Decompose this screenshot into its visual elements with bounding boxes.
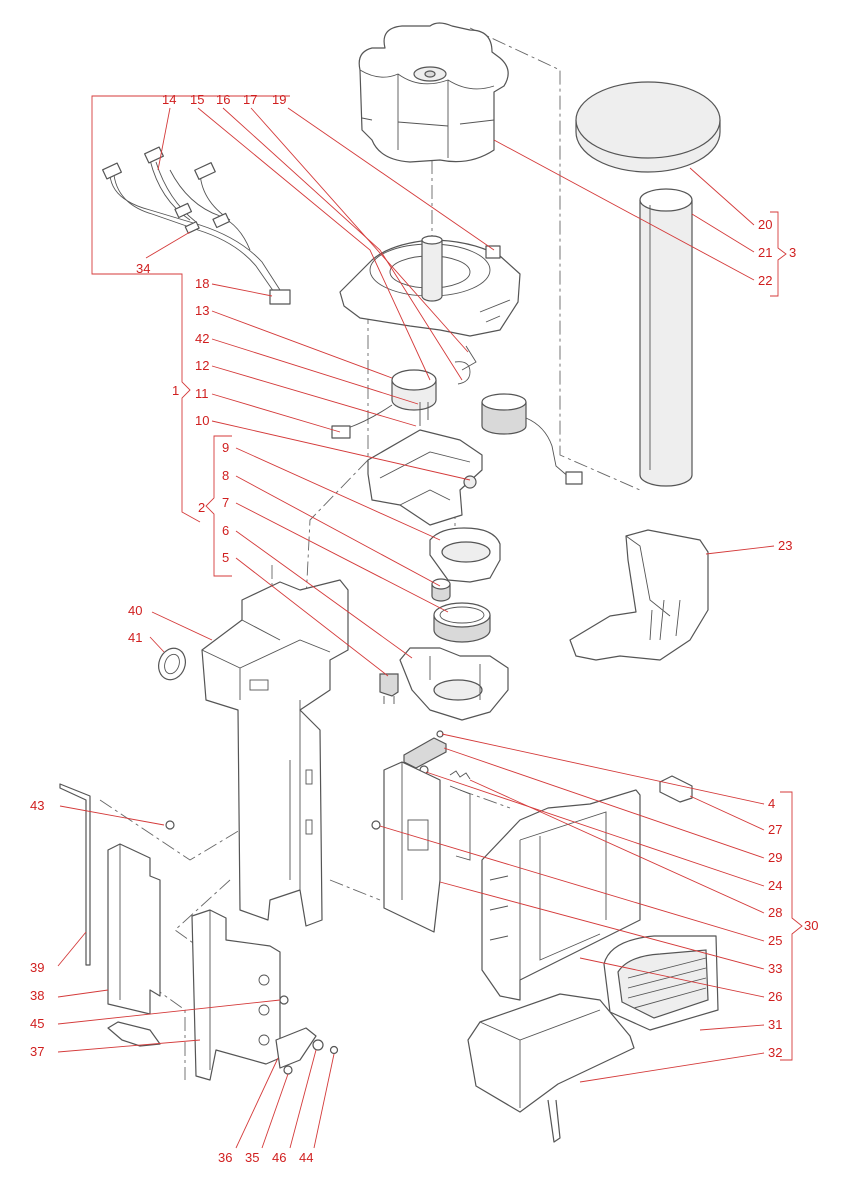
callout-30: 30 [804,918,818,933]
callout-25: 25 [768,933,782,948]
callout-28: 28 [768,905,782,920]
gasket-ring [158,647,186,681]
callout-36: 36 [218,1150,232,1165]
callout-19: 19 [272,92,286,107]
pinion-gear [431,578,451,602]
clip [403,737,447,769]
callout-42: 42 [195,331,209,346]
main-frame [201,579,349,927]
callout-6: 6 [222,523,229,538]
callout-21: 21 [758,245,772,260]
callout-38: 38 [30,988,44,1003]
callout-1: 1 [172,383,179,398]
motor-assembly [331,361,471,439]
ring-gear [433,602,491,643]
front-panel [383,761,471,933]
leader-lines [57,107,775,1149]
grinder-housing [399,647,509,721]
callout-9: 9 [222,440,229,455]
callout-16: 16 [216,92,230,107]
drip-tray [467,993,635,1143]
bean-hopper [358,22,509,163]
callout-24: 24 [768,878,782,893]
callout-23: 23 [778,538,792,553]
callout-31: 31 [768,1017,782,1032]
callout-14: 14 [162,92,176,107]
callout-3: 3 [789,245,796,260]
callout-44: 44 [299,1150,313,1165]
valve-fitting [379,673,399,704]
callout-46: 46 [272,1150,286,1165]
callout-27: 27 [768,822,782,837]
callout-35: 35 [245,1150,259,1165]
callout-33: 33 [768,961,782,976]
callout-13: 13 [195,303,209,318]
callout-40: 40 [128,603,142,618]
spring [449,770,471,780]
callout-7: 7 [222,495,229,510]
callout-32: 32 [768,1045,782,1060]
callout-8: 8 [222,468,229,483]
callout-5: 5 [222,550,229,565]
ring-holder [429,527,501,583]
side-panel-left [107,843,161,1047]
callout-15: 15 [190,92,204,107]
spout [569,529,709,661]
tube [639,188,693,487]
callout-43: 43 [30,798,44,813]
callout-34: 34 [136,261,150,276]
latch [659,775,693,803]
callout-29: 29 [768,850,782,865]
callout-12: 12 [195,358,209,373]
side-panel-right [191,909,317,1081]
callout-39: 39 [30,960,44,975]
tray-housing [481,789,641,1001]
callout-10: 10 [195,413,209,428]
group-brackets [91,95,803,1061]
callout-4: 4 [768,796,775,811]
callout-41: 41 [128,630,142,645]
solenoid-coil [461,345,583,485]
callout-11: 11 [195,386,209,401]
callout-22: 22 [758,273,772,288]
wiring-harness [102,146,291,305]
drip-grate [603,935,719,1031]
rod [59,783,91,966]
callout-26: 26 [768,989,782,1004]
callout-labels: 14 15 16 17 19 34 18 13 42 12 1 11 10 9 … [30,92,818,1165]
callout-2: 2 [198,500,205,515]
callout-17: 17 [243,92,257,107]
chassis-bracket [367,429,483,526]
callout-20: 20 [758,217,772,232]
callout-45: 45 [30,1016,44,1031]
callout-37: 37 [30,1044,44,1059]
grinder-base [339,235,521,337]
callout-18: 18 [195,276,209,291]
lid-disc [575,81,721,173]
